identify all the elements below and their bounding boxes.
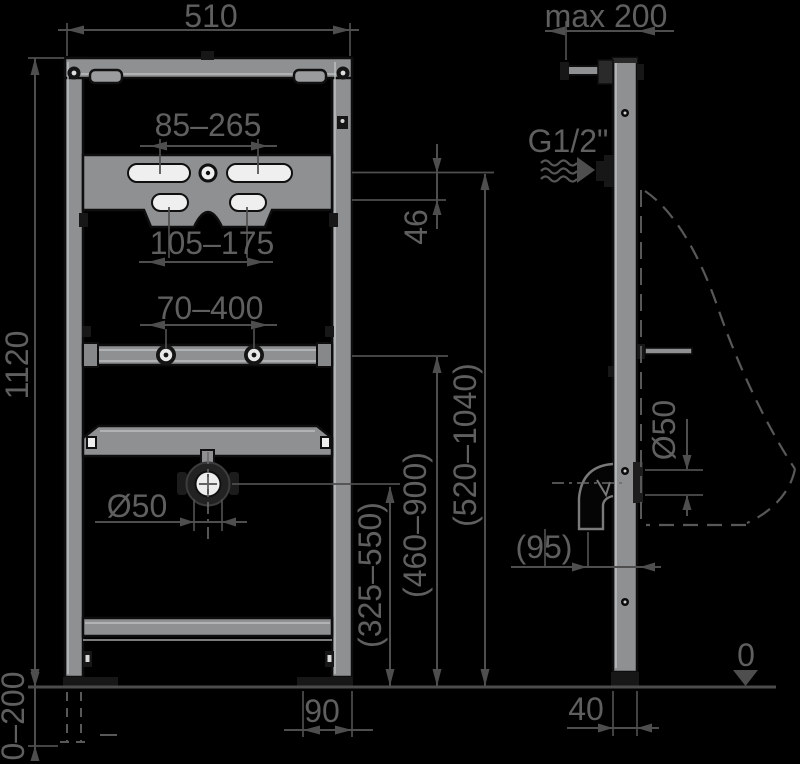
column-bolt-dots <box>621 109 629 606</box>
foot-plate-right <box>297 677 353 687</box>
dim-drain-pipe-side-d50: Ø50 <box>645 400 703 516</box>
column-top-cap <box>613 58 637 63</box>
dim-range-low-325-550: (325–550) <box>232 483 400 686</box>
drain-plate-hole-left <box>86 436 97 449</box>
dim-range-high-520-1040: (520–1040) <box>447 173 490 686</box>
dim-height-label: 1120 <box>0 331 35 400</box>
plate-side-tab-right <box>329 213 338 227</box>
clamp-lug-left <box>177 472 187 495</box>
crossbar-end-right <box>316 342 333 368</box>
dim-upper-slots-label: 85–265 <box>155 107 262 143</box>
dim-wall-distance-label: max 200 <box>545 0 668 34</box>
drain-plate <box>81 424 334 458</box>
side-view-frame <box>552 56 797 686</box>
dim-drain-offset-label: (95) <box>516 529 573 565</box>
rail-tab-left <box>82 326 91 337</box>
dim-foot-adjust-0-200: 0–200 <box>0 664 58 761</box>
dim-lower-slots-label: 105–175 <box>150 225 275 261</box>
foot-plate-left <box>63 677 118 687</box>
dim-foot-adjust-label: 0–200 <box>0 672 31 761</box>
top-left-bracket <box>88 68 124 85</box>
water-inlet-label: G1/2" <box>528 123 609 159</box>
dim-crossbar-70-400: 70–400 <box>140 290 277 348</box>
dim-lower-slots-105-175: 105–175 <box>139 207 274 267</box>
dim-slot-gap-label: 46 <box>398 209 434 245</box>
rod-back-nut <box>637 64 644 80</box>
dim-width-510: 510 <box>58 0 359 56</box>
top-center-tab <box>201 51 214 60</box>
wall-anchor-rod <box>560 59 644 85</box>
bottom-rail <box>81 616 334 638</box>
dim-drain-front-label: Ø50 <box>107 488 167 524</box>
dim-foot-offset-90: 90 <box>284 691 373 737</box>
crossbar-bolt-right <box>244 345 264 365</box>
crossbar-end-left <box>82 342 99 368</box>
dim-drain-offset-95: (95) <box>511 529 661 572</box>
floor-datum-label: 0 <box>737 637 755 673</box>
dim-range-low-label: (325–550) <box>352 502 388 648</box>
dim-drain-pipe-label: Ø50 <box>646 400 682 460</box>
foot-extension-dashed <box>60 692 117 743</box>
rail-tab-right <box>325 326 334 337</box>
floor-datum: 0 <box>733 637 758 686</box>
dim-height-1120: 1120 <box>0 57 64 686</box>
rod-clamp-block <box>597 59 614 85</box>
lower-slot-right <box>229 193 267 212</box>
crossbar-bolt-left <box>156 345 176 365</box>
drain-plate-hole-right <box>320 436 331 449</box>
dim-foot-offset-label: 90 <box>304 693 340 729</box>
dim-range-high-label: (520–1040) <box>447 363 483 527</box>
dim-range-mid-label: (460–900) <box>397 452 433 598</box>
drain-elbow <box>577 462 614 531</box>
plate-side-tab-left <box>79 213 88 227</box>
lower-slot-left <box>151 193 189 212</box>
upper-slot-right <box>226 163 293 183</box>
crossbar <box>81 343 334 367</box>
dim-range-mid-460-900: (460–900) <box>352 355 448 686</box>
dim-wall-distance-max200: max 200 <box>545 0 674 60</box>
water-flow-icon <box>540 157 595 183</box>
front-view-frame <box>60 51 354 743</box>
upper-slot-left <box>127 163 191 183</box>
side-foot-plate <box>611 672 639 686</box>
column-left-tab <box>608 366 614 377</box>
rod-end-cap <box>560 62 569 80</box>
water-inlet-fitting <box>596 155 614 187</box>
check-valve-mark <box>596 479 611 498</box>
urinal-outline-dashed <box>640 190 797 528</box>
dim-frame-depth-40: 40 <box>567 691 659 736</box>
dim-upper-slots-85-265: 85–265 <box>140 107 277 174</box>
water-inlet-callout: G1/2" <box>528 123 609 183</box>
top-right-bracket <box>292 68 328 85</box>
dim-width-label: 510 <box>184 0 237 34</box>
dim-frame-depth-label: 40 <box>568 691 604 727</box>
dim-crossbar-label: 70–400 <box>157 290 264 326</box>
drain-mount-plate <box>633 462 643 503</box>
dim-drain-front-d50: Ø50 <box>95 488 247 531</box>
dim-slot-gap-46: 46 <box>352 144 494 245</box>
floor-datum-icon <box>733 670 758 686</box>
